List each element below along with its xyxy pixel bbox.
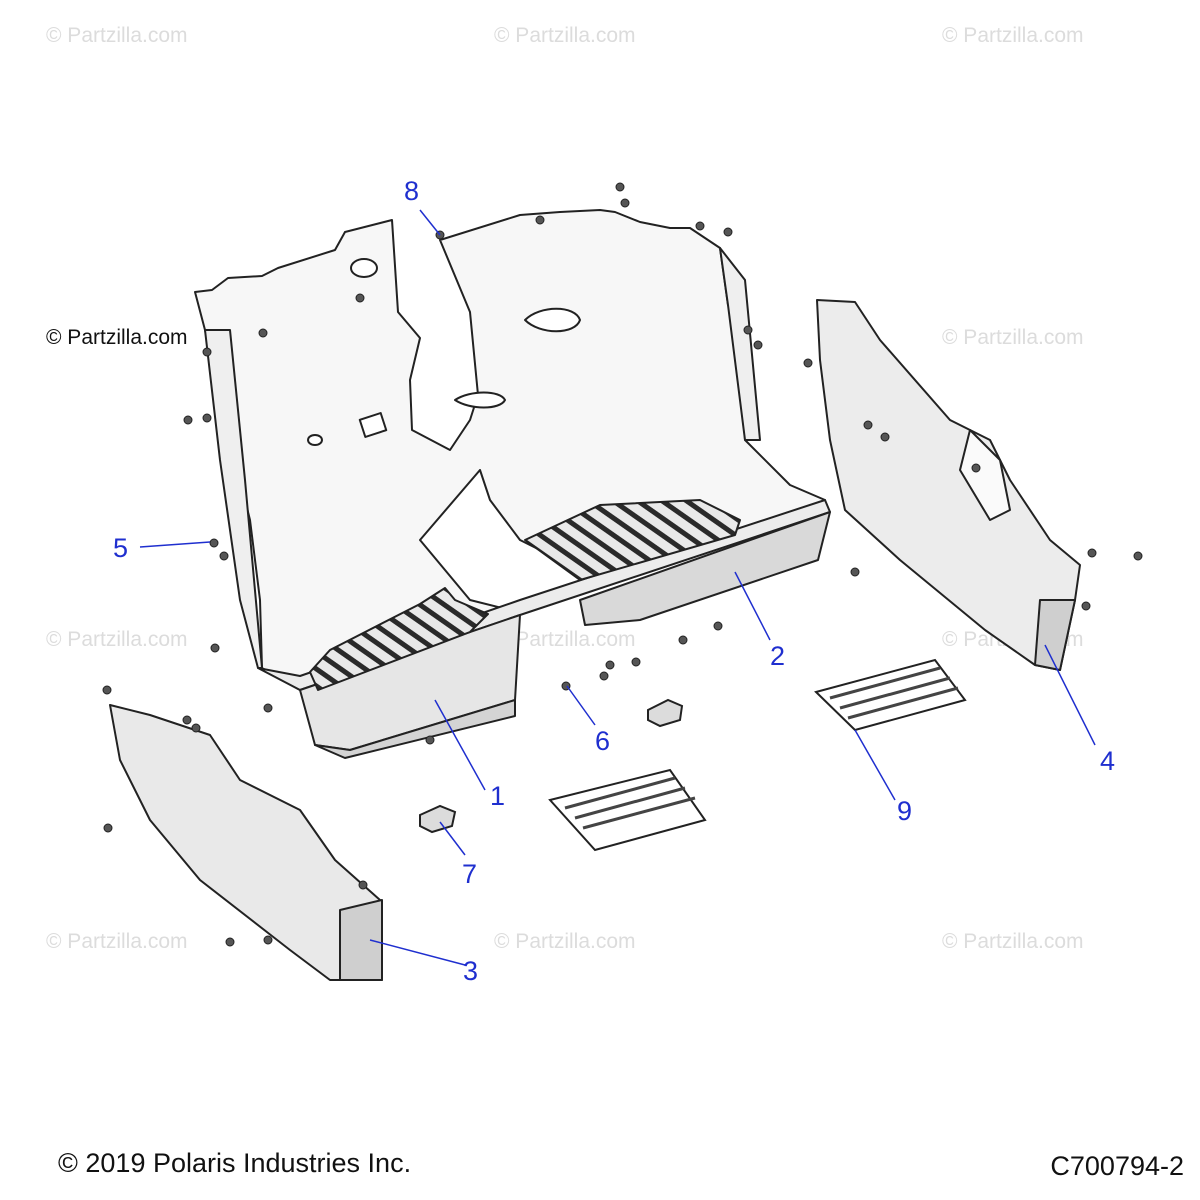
- callout-leaders: [139, 209, 1096, 966]
- callout-4: 4: [1100, 746, 1115, 776]
- callout-3: 3: [463, 956, 478, 986]
- floor-mat-right: [814, 658, 967, 732]
- callout-8: 8: [404, 176, 419, 206]
- fasteners: [102, 182, 1143, 947]
- watermark: © Partzilla.com: [46, 326, 188, 349]
- watermark: © Partzilla.com: [494, 628, 636, 651]
- watermark: © Partzilla.com: [46, 24, 188, 47]
- right-rocker-panel: [816, 299, 1081, 671]
- floor-mat-center: [548, 768, 707, 852]
- callout-2: 2: [770, 641, 785, 671]
- callout-9: 9: [897, 796, 912, 826]
- watermark: © Partzilla.com: [46, 930, 188, 953]
- watermark: © Partzilla.com: [494, 24, 636, 47]
- callout-5: 5: [113, 533, 128, 563]
- watermark: © Partzilla.com: [942, 326, 1084, 349]
- copyright-text: © 2019 Polaris Industries Inc.: [58, 1148, 412, 1178]
- diagram-code: C700794-2: [1050, 1151, 1184, 1181]
- left-rocker-panel: [109, 704, 383, 981]
- watermark: © Partzilla.com: [46, 628, 188, 651]
- callout-6: 6: [595, 726, 610, 756]
- callout-1: 1: [490, 781, 505, 811]
- grommet: [419, 698, 684, 834]
- watermark: © Partzilla.com: [942, 930, 1084, 953]
- watermark: © Partzilla.com: [494, 930, 636, 953]
- watermark: © Partzilla.com: [942, 24, 1084, 47]
- callout-7: 7: [462, 859, 477, 889]
- floor-tub: [194, 209, 831, 759]
